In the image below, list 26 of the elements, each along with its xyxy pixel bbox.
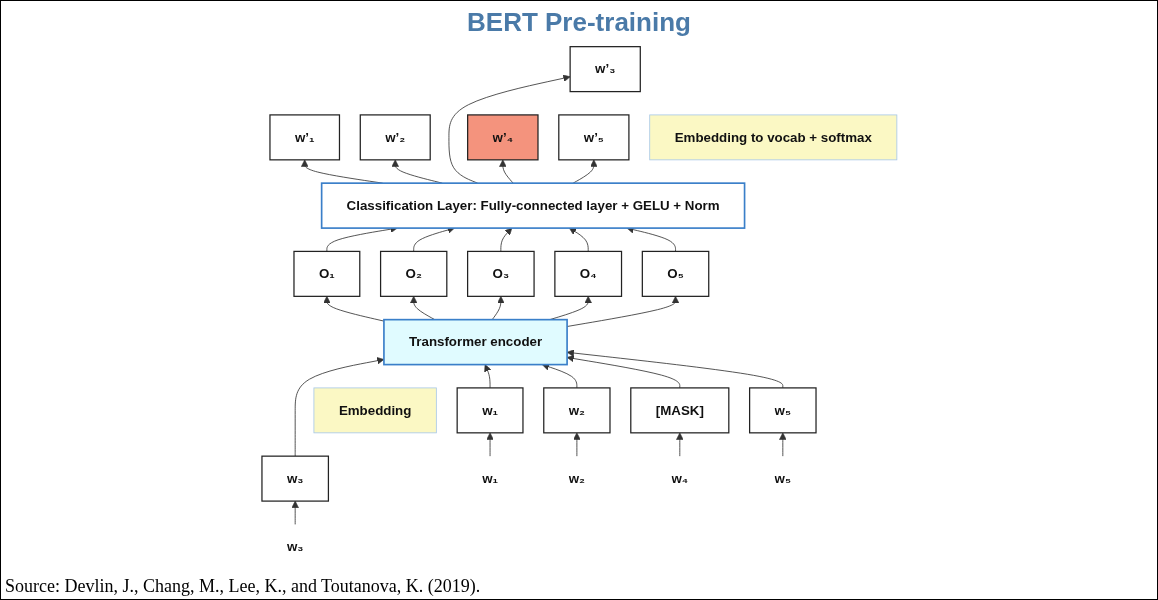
node-box: w’₁ bbox=[268, 114, 340, 161]
node-box: O₁ bbox=[292, 250, 360, 297]
node-box: [MASK] bbox=[629, 387, 730, 434]
node-box: Classification Layer: Fully-connected layer + GELU + Norm bbox=[320, 182, 745, 229]
node-box: w’₅ bbox=[557, 114, 630, 161]
node-box: O₂ bbox=[379, 250, 448, 297]
node-text: w₄ bbox=[671, 471, 688, 486]
node-box: w₁ bbox=[456, 387, 524, 434]
node-text: w₁ bbox=[481, 471, 498, 486]
diagram-title: BERT Pre-training bbox=[467, 7, 691, 38]
node-text: w₅ bbox=[774, 471, 791, 486]
node-box: Embedding bbox=[313, 387, 437, 434]
node-text: w₃ bbox=[286, 539, 304, 554]
node-box: w’₄ bbox=[466, 114, 539, 161]
node-box: w₅ bbox=[748, 387, 817, 434]
source-caption: Source: Devlin, J., Chang, M., Lee, K., and Toutanova, K. (2019). bbox=[5, 576, 481, 597]
node-box: w₂ bbox=[542, 387, 611, 434]
node-box: w’₂ bbox=[359, 114, 431, 161]
node-text: w₂ bbox=[568, 471, 585, 486]
node-box: Transformer encoder bbox=[382, 318, 568, 366]
node-box: Embedding to vocab + softmax bbox=[648, 114, 897, 161]
node-box: w₃ bbox=[260, 455, 329, 502]
node-box: O₃ bbox=[466, 250, 535, 297]
node-box: O₄ bbox=[553, 250, 622, 297]
node-box: O₅ bbox=[641, 250, 709, 297]
node-box: w’₃ bbox=[569, 46, 641, 93]
